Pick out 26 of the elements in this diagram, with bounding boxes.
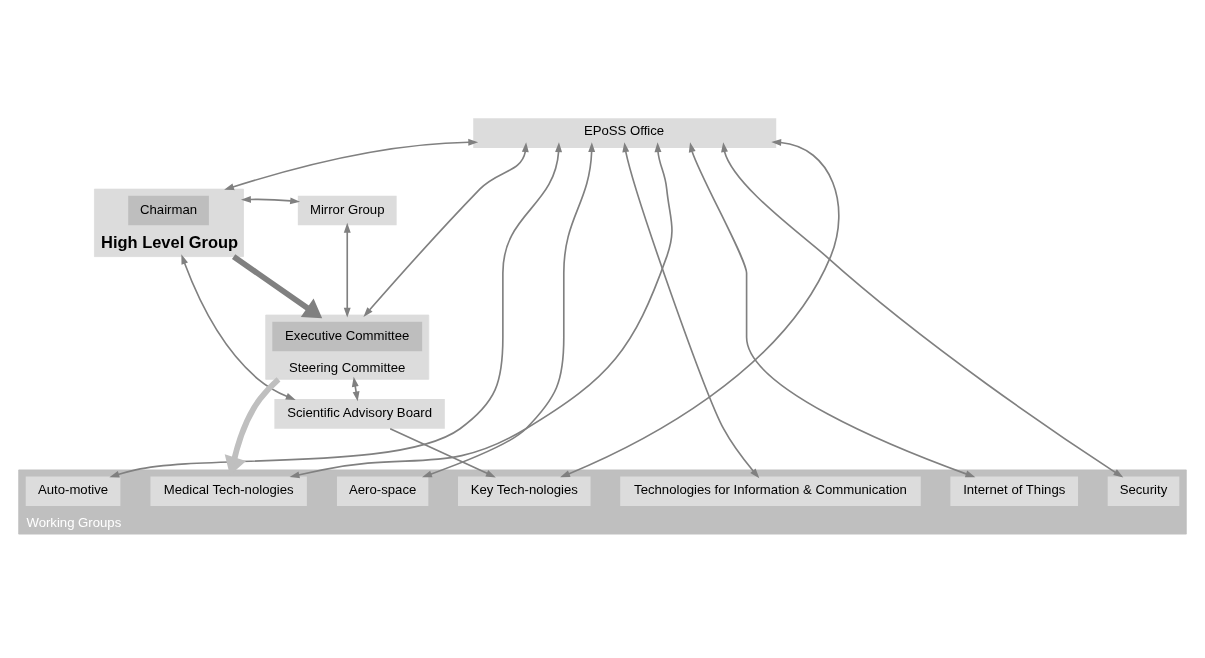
arrow — [343, 222, 351, 318]
node-box: Medical Tech-nologies — [150, 476, 307, 506]
arrow — [232, 253, 323, 318]
node-box: Aero-space — [336, 476, 429, 506]
arrow — [389, 427, 496, 477]
arrow — [241, 195, 301, 204]
node-box: Security — [1107, 476, 1180, 506]
arrow — [224, 138, 479, 190]
arrow — [560, 138, 840, 477]
node-box: Auto-motive — [25, 476, 121, 506]
arrow — [109, 141, 563, 478]
node-box: Mirror Group — [297, 195, 397, 225]
arrow — [721, 141, 1124, 478]
node-box: Key Tech-nologies — [458, 476, 591, 506]
node-box: Technologies for Information & Communication — [620, 476, 921, 506]
arrow — [422, 141, 596, 477]
node-box: Internet of Things — [950, 476, 1078, 506]
arrow — [688, 141, 976, 477]
node-box: EPoSS Office — [473, 117, 777, 148]
arrow — [181, 253, 296, 400]
arrow — [363, 141, 529, 317]
node-box: Chairman — [128, 195, 209, 225]
arrow — [622, 141, 760, 478]
arrow — [289, 141, 673, 478]
node-box: Scientific Advisory Board — [274, 398, 445, 429]
node-box: Executive Committee — [272, 321, 423, 351]
